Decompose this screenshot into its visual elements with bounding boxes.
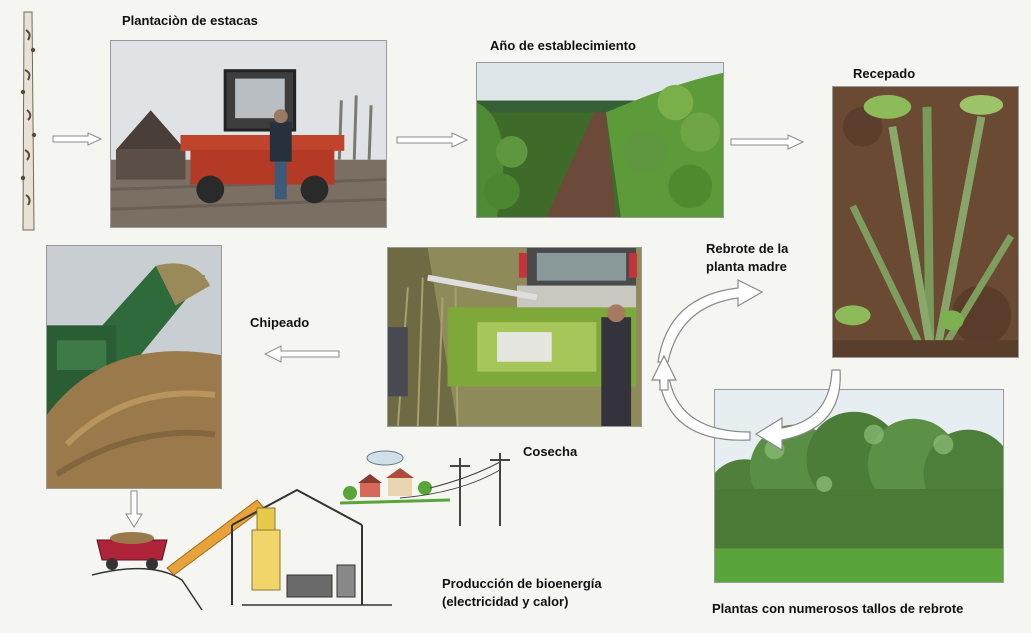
arrow-right-3: [730, 134, 804, 150]
label-resprout: Rebrote de la planta madre: [706, 240, 788, 275]
label-bioenergy-line1: Producción de bioenergía: [442, 576, 602, 591]
photo-harvest-machine: [387, 247, 642, 427]
photo-plantation-tractor: [110, 40, 387, 228]
arrow-right-1: [52, 132, 102, 146]
label-harvest: Cosecha: [523, 444, 578, 459]
photo-establishment-year: [476, 62, 724, 218]
photo-cutback-stems: [832, 86, 1019, 358]
label-bioenergy-line2: (electricidad y calor): [442, 593, 569, 609]
label-establishment: Año de establecimiento: [490, 38, 636, 53]
arrow-curved-down: [752, 368, 844, 460]
regrowth-cycle-arrows: [640, 262, 780, 462]
photo-multistem-plants: [714, 389, 1004, 583]
label-resprout-line2: planta madre: [706, 258, 787, 274]
arrow-down-chips: [125, 490, 143, 528]
label-cutback: Recepado: [853, 66, 916, 81]
arrow-right-2: [396, 132, 468, 148]
bioenergy-plant-illustration: [92, 480, 412, 610]
label-resprout-line1: Rebrote de la: [706, 241, 789, 256]
cutting-stick-illustration: [15, 10, 41, 232]
label-multistem: Plantas con numerosos tallos de rebrote: [712, 601, 964, 616]
arrow-left-chipping: [264, 345, 340, 363]
label-bioenergy: Producción de bioenergía (electricidad y…: [442, 575, 602, 610]
village-power-lines-illustration: [340, 448, 510, 528]
photo-chipping-machine: [46, 245, 222, 489]
label-plantation: Plantaciòn de estacas: [122, 13, 258, 28]
label-chipping: Chipeado: [250, 315, 310, 330]
